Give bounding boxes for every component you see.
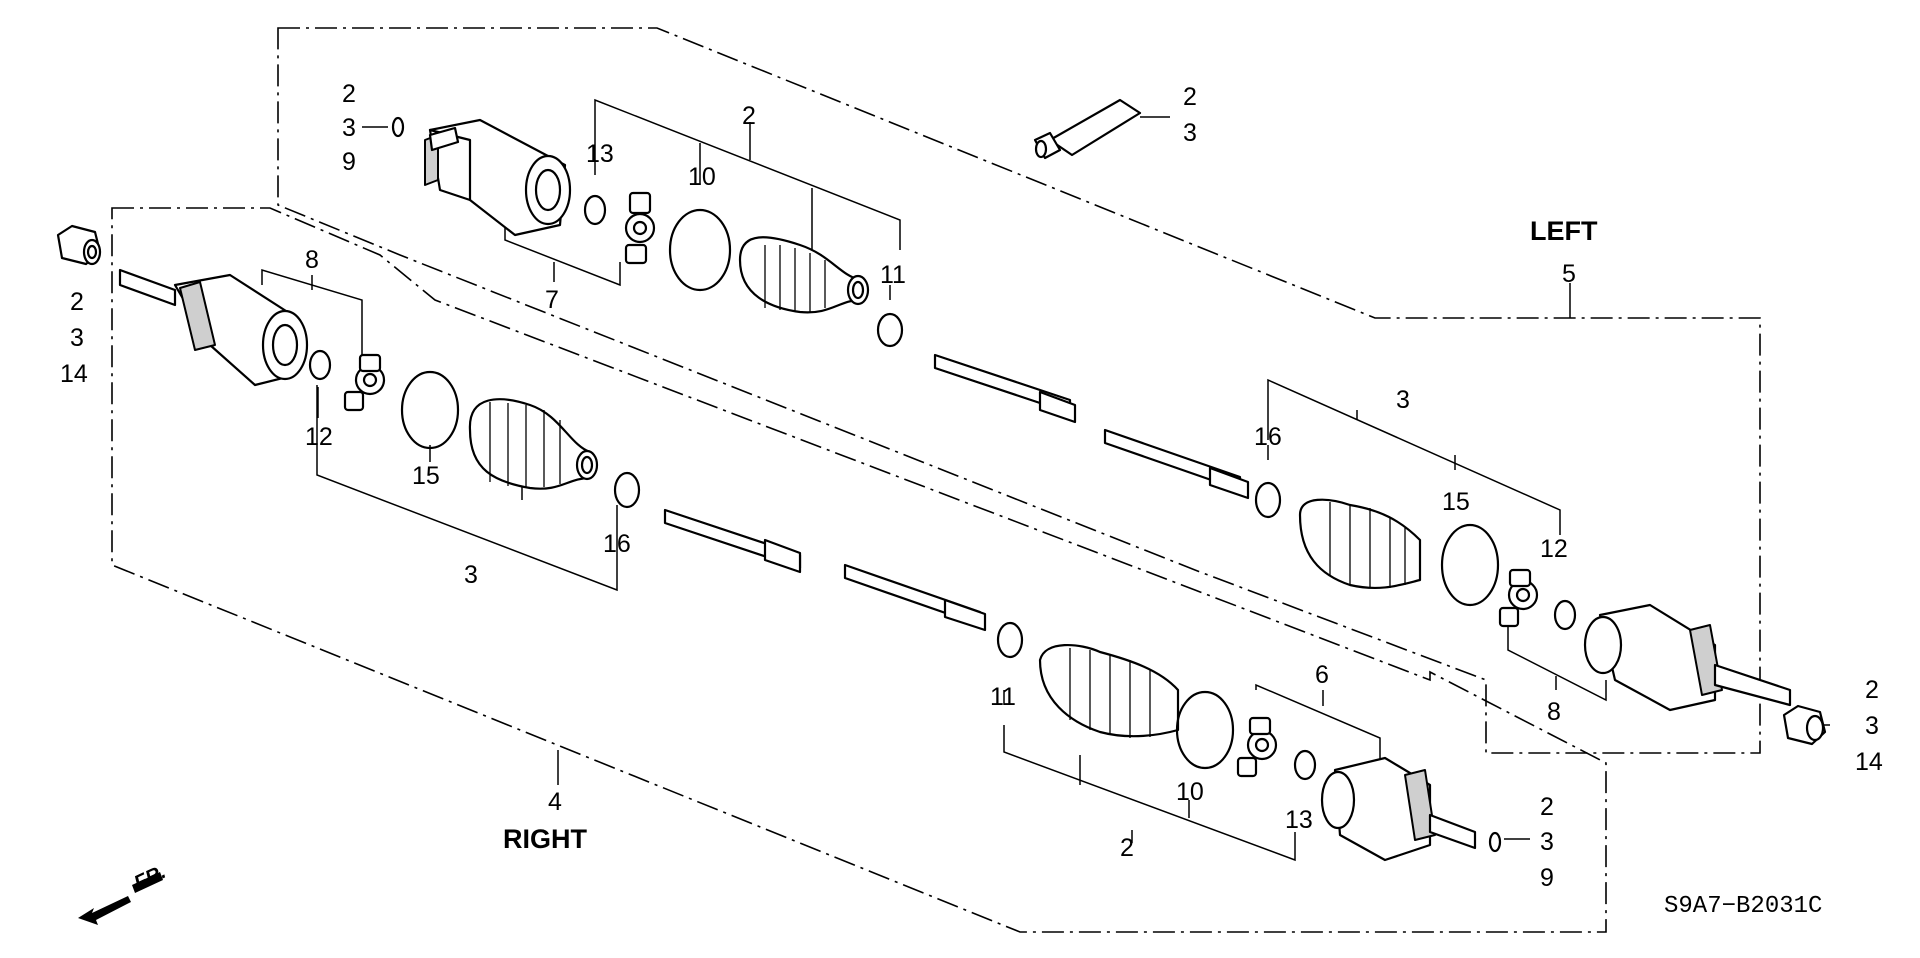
top-ring-13 <box>583 194 607 226</box>
callout-top-clip-9: 9 <box>342 148 356 176</box>
callout-nut-right-14: 14 <box>1855 748 1883 776</box>
right-band-15 <box>400 370 460 450</box>
top-circlip <box>391 116 405 138</box>
right-ring-12 <box>308 349 332 381</box>
callout-grease-3: 3 <box>1183 119 1197 147</box>
callout-top-13: 13 <box>586 140 614 168</box>
right-outer-joint <box>118 268 309 387</box>
callout-top-clip-3: 3 <box>342 114 356 142</box>
callout-left-drive: 5 <box>1562 260 1576 288</box>
callout-left-12: 12 <box>1540 535 1568 563</box>
callout-lower-clip-9: 9 <box>1540 864 1554 892</box>
top-outer-joint <box>424 118 572 237</box>
callout-top-clip-2: 2 <box>342 80 356 108</box>
callout-lower-clip-2: 2 <box>1540 793 1554 821</box>
drawing-code: S9A7−B2031C <box>1664 893 1822 920</box>
callout-top-boot-kit: 2 <box>742 102 756 130</box>
left-driveshaft-group-outline <box>277 27 1761 754</box>
heading-left: LEFT <box>1530 216 1598 246</box>
callout-lower-6: 6 <box>1315 661 1329 689</box>
callout-nut-left-3: 3 <box>70 324 84 352</box>
left-band-15 <box>1440 523 1500 607</box>
callout-left-15: 15 <box>1442 488 1470 516</box>
callout-top-10: 10 <box>688 163 716 191</box>
left-ring-12 <box>1553 599 1577 631</box>
nut-left-top <box>56 224 102 266</box>
right-band-16 <box>613 471 641 509</box>
right-boot <box>468 398 599 490</box>
top-spider <box>624 191 656 265</box>
leader-lines <box>261 98 1830 862</box>
lower-band-11 <box>996 621 1024 659</box>
callout-right-15: 15 <box>412 462 440 490</box>
top-band-10 <box>668 208 732 292</box>
callout-nut-right-3: 3 <box>1865 712 1879 740</box>
right-driveshaft-group-outline <box>111 207 1607 933</box>
left-outer-joint <box>1583 603 1792 712</box>
heading-right: RIGHT <box>503 824 588 854</box>
callout-nut-left-14: 14 <box>60 360 88 388</box>
right-spider <box>343 353 386 412</box>
lower-boot <box>1038 643 1180 738</box>
right-shaft <box>663 508 987 632</box>
callout-lower-clip-3: 3 <box>1540 828 1554 856</box>
callout-grease-2: 2 <box>1183 83 1197 111</box>
callout-nut-left-2: 2 <box>70 288 84 316</box>
callout-nut-right-2: 2 <box>1865 676 1879 704</box>
callout-right-16: 16 <box>603 530 631 558</box>
nut-right <box>1782 704 1827 746</box>
callout-lower-13: 13 <box>1285 806 1313 834</box>
callout-right-boot-kit: 3 <box>464 561 478 589</box>
callout-left-8: 8 <box>1547 698 1561 726</box>
callout-right-drive: 4 <box>548 788 562 816</box>
callout-right-8: 8 <box>305 246 319 274</box>
callout-lower-boot-kit: 2 <box>1120 834 1134 862</box>
callout-top-outer-assy: 7 <box>545 286 559 314</box>
lower-spider <box>1236 716 1278 778</box>
left-spider <box>1498 568 1539 628</box>
callout-lower-10: 10 <box>1176 778 1204 806</box>
left-band-16 <box>1254 481 1282 519</box>
lower-inner-joint <box>1320 756 1477 862</box>
callout-left-16: 16 <box>1254 423 1282 451</box>
top-band-11 <box>876 312 904 348</box>
callout-top-11: 11 <box>880 261 906 289</box>
lower-circlip <box>1488 831 1502 853</box>
top-boot <box>738 236 870 314</box>
left-shaft <box>933 353 1250 500</box>
front-direction-arrow-icon <box>78 872 163 925</box>
lower-ring-13 <box>1293 749 1317 781</box>
grease-tube <box>1033 98 1142 160</box>
left-boot <box>1298 498 1422 590</box>
callout-right-12: 12 <box>305 423 333 451</box>
callout-left-boot-kit: 3 <box>1396 386 1410 414</box>
lower-band-10 <box>1175 690 1235 770</box>
callout-lower-11: 11 <box>990 683 1016 711</box>
